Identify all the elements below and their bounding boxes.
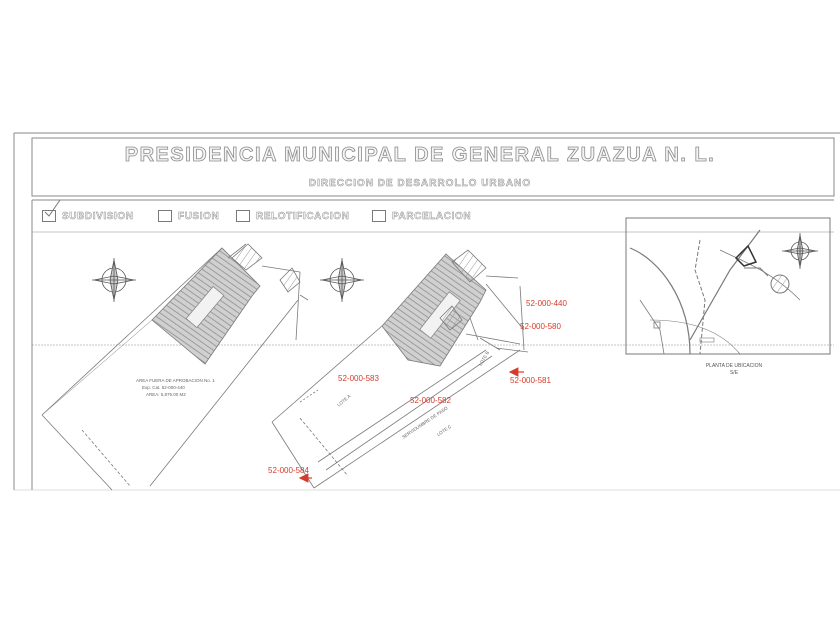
page-subtitle: DIRECCION DE DESARROLLO URBANO bbox=[308, 178, 532, 190]
expediente-label: 52-000-582 bbox=[410, 396, 451, 405]
option-parcelacion[interactable]: PARCELACION bbox=[372, 209, 471, 223]
location-map-scale: S/E bbox=[729, 370, 739, 376]
option-label: SUBDIVISION bbox=[62, 210, 134, 222]
sheet-frame bbox=[13, 132, 840, 491]
checkbox-icon[interactable] bbox=[236, 210, 250, 222]
option-fusion[interactable]: FUSION bbox=[158, 209, 219, 223]
right-site-plan bbox=[271, 249, 529, 489]
north-arrow-icon bbox=[320, 258, 364, 302]
option-label: FUSION bbox=[178, 210, 220, 222]
north-arrow-icon bbox=[782, 233, 818, 269]
location-map-caption: PLANTA DE UBICACION bbox=[705, 363, 763, 369]
location-map bbox=[625, 217, 831, 355]
checkbox-icon[interactable] bbox=[372, 210, 386, 222]
page-title: PRESIDENCIA MUNICIPAL DE GENERAL ZUAZUA … bbox=[124, 144, 716, 167]
option-relotificacion[interactable]: RELOTIFICACION bbox=[236, 209, 349, 223]
expediente-label: 52-000-584 bbox=[268, 466, 309, 475]
expediente-label: 52-000-581 bbox=[510, 376, 551, 385]
expediente-arrows bbox=[298, 367, 524, 483]
plan-note: AREA: 5,875.00 M2 bbox=[146, 392, 186, 397]
expediente-label: 52-000-583 bbox=[338, 374, 379, 383]
option-label: RELOTIFICACION bbox=[256, 210, 350, 222]
checkbox-icon[interactable] bbox=[158, 210, 172, 222]
expediente-label: 52-000-580 bbox=[520, 322, 561, 331]
checkmark-icon bbox=[44, 199, 61, 217]
north-arrow-icon bbox=[92, 258, 136, 302]
left-site-plan bbox=[41, 243, 309, 491]
plan-note: Exp. Cat. 52-000-440 bbox=[142, 385, 185, 390]
option-label: PARCELACION bbox=[392, 210, 472, 222]
plan-note: AREA FUERA DE APROBACION No. 1 bbox=[136, 378, 215, 383]
expediente-label: 52-000-440 bbox=[526, 299, 567, 308]
